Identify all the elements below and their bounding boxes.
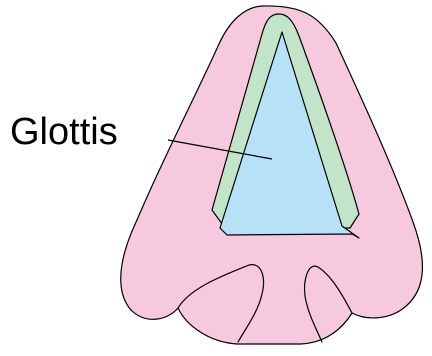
glottis-label: Glottis: [10, 111, 118, 153]
